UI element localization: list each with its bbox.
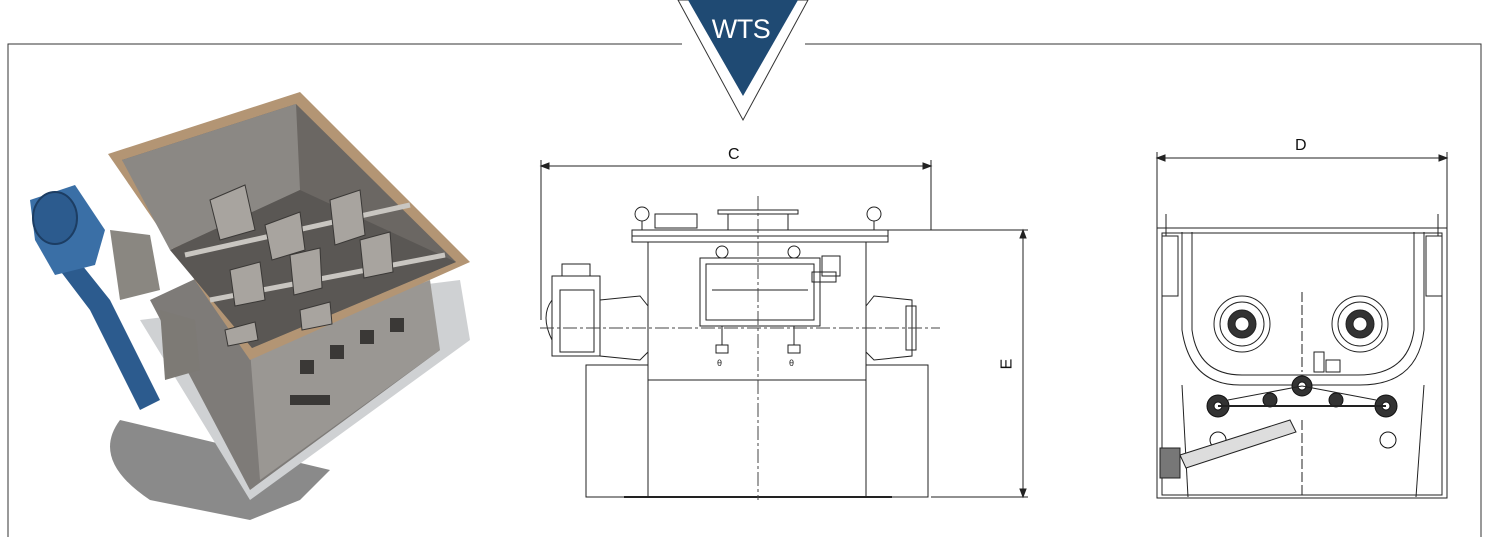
side-view-drawing — [1155, 152, 1449, 499]
logo-text: WTS — [711, 14, 771, 44]
wts-logo — [677, 0, 809, 122]
dimension-c-label: C — [728, 146, 740, 163]
theta-mark-left: θ — [717, 358, 722, 368]
dimension-e-label: E — [998, 358, 1016, 370]
front-view-drawing — [539, 160, 1028, 500]
dimension-d-label: D — [1295, 137, 1307, 154]
page-frame — [7, 43, 1482, 537]
mixer-photo — [30, 92, 470, 520]
theta-mark-right: θ — [789, 358, 794, 368]
